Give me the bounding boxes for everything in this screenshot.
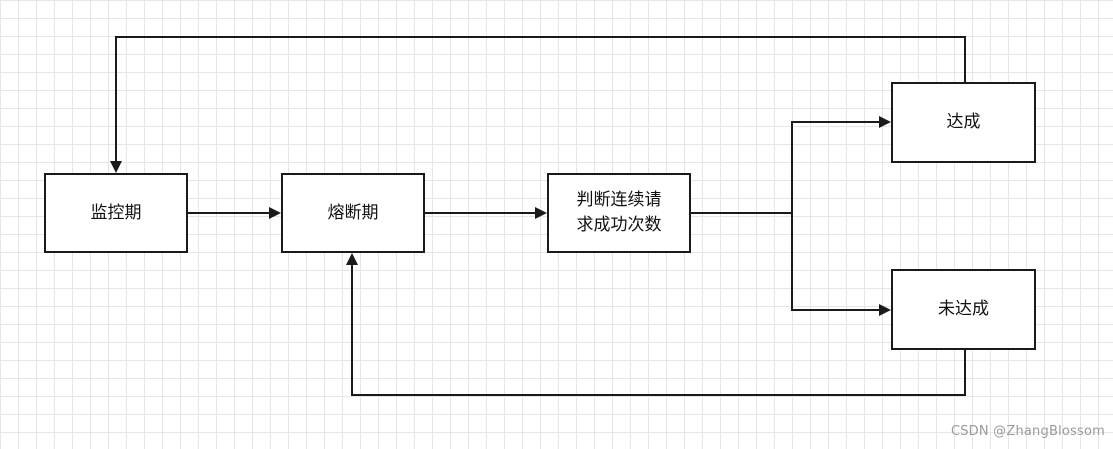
- node-reached: 达成: [891, 82, 1036, 163]
- edge-not-reached-to-breaker: [346, 253, 966, 396]
- node-circuit-breaker-period: 熔断期: [281, 173, 425, 253]
- node-judge-success-count: 判断连续请 求成功次数: [547, 173, 691, 253]
- edge-judge-to-not-reached: [791, 213, 891, 316]
- edge-judge-to-reached: [791, 116, 891, 213]
- watermark: CSDN @ZhangBlossom: [950, 424, 1105, 439]
- node-monitor-period: 监控期: [44, 173, 188, 253]
- node-not-reached: 未达成: [891, 269, 1036, 350]
- edge-reached-to-monitor: [110, 36, 966, 173]
